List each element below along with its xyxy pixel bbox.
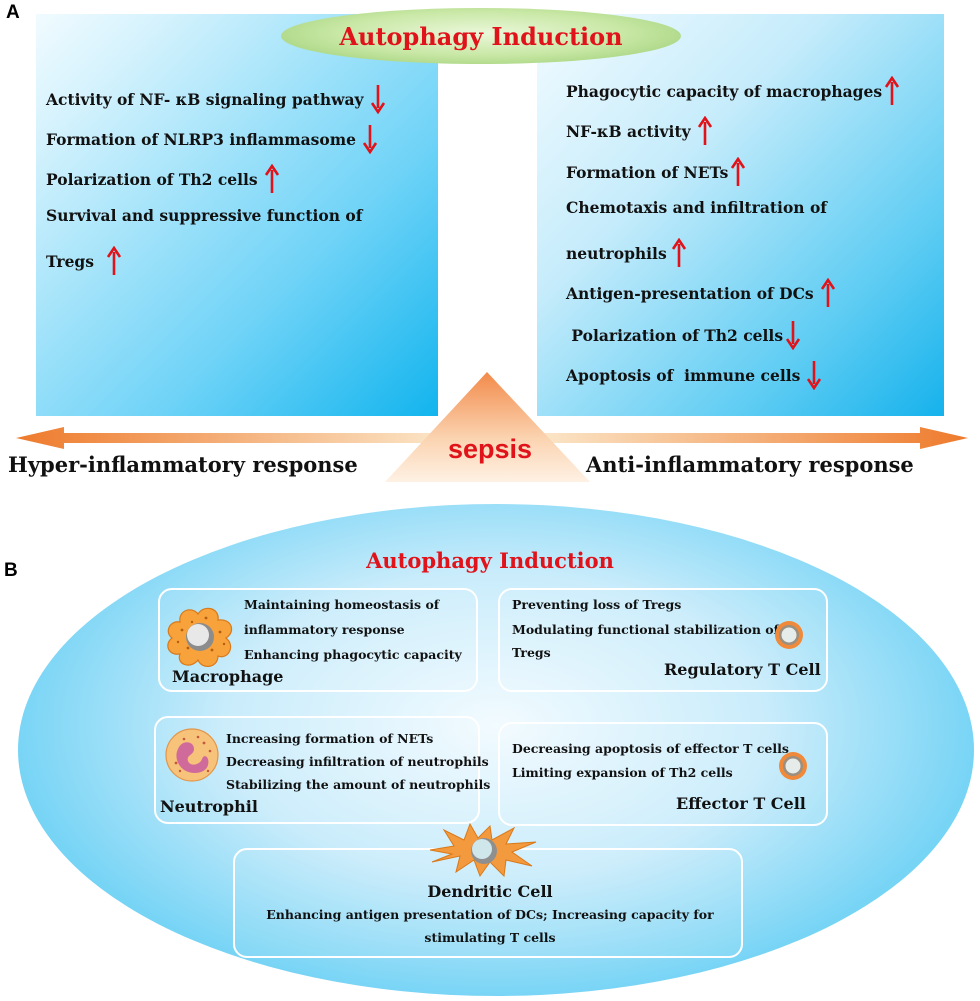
neutrophil-name: Neutrophil	[160, 797, 258, 816]
anti-inflammatory-label: Anti-inflammatory response	[586, 452, 914, 477]
red-up-arrow-icon	[671, 238, 687, 268]
panel-b-label: B	[4, 560, 18, 581]
left-item-3: Survival and suppressive function of	[46, 206, 362, 225]
treg-line-0: Preventing loss of Tregs	[512, 597, 682, 612]
right-item-1: NF-κB activity	[566, 116, 713, 146]
macrophage-line-0: Maintaining homeostasis of	[244, 597, 440, 612]
left-item-text: Survival and suppressive function of	[46, 206, 363, 225]
right-item-7: Apoptosis of immune cells	[566, 360, 822, 390]
macrophage-cell-icon	[167, 607, 233, 667]
red-up-arrow-icon	[264, 164, 280, 194]
macrophage-line-1: inflammatory response	[244, 622, 405, 637]
autophagy-induction-title-a: Autophagy Induction	[281, 8, 681, 64]
left-item-text: Polarization of Th2 cells	[46, 169, 258, 189]
red-up-arrow-icon	[820, 278, 836, 308]
left-item-4: Tregs	[46, 246, 122, 276]
right-item-2: Formation of NETs	[566, 157, 746, 187]
dendritic-box	[233, 848, 743, 958]
red-up-arrow-icon	[884, 76, 900, 106]
right-item-5: Antigen-presentation of DCs	[566, 278, 836, 308]
t-cell-icon	[775, 621, 803, 649]
neutrophil-line-1: Decreasing infiltration of neutrophils	[226, 754, 489, 769]
left-item-2: Polarization of Th2 cells	[46, 164, 280, 194]
right-item-4: neutrophils	[566, 238, 687, 268]
dendritic-cell-icon	[429, 822, 537, 878]
left-item-text: Tregs	[46, 251, 94, 271]
right-item-text: Chemotaxis and infiltration of	[566, 198, 827, 217]
red-up-arrow-icon	[106, 246, 122, 276]
red-down-arrow-icon	[362, 124, 378, 154]
sepsis-pyramid-icon	[385, 372, 590, 482]
autophagy-induction-title-b: Autophagy Induction	[366, 548, 614, 573]
effector-name: Effector T Cell	[676, 794, 806, 813]
treg-line-1: Modulating functional stabilization of	[512, 622, 779, 637]
right-item-text: Apoptosis of immune cells	[566, 365, 801, 385]
treg-line-2: Tregs	[512, 645, 551, 660]
effector-line-1: Limiting expansion of Th2 cells	[512, 765, 733, 780]
treg-name: Regulatory T Cell	[664, 660, 821, 679]
effector-t-cell-icon	[779, 752, 807, 780]
right-item-text: neutrophils	[566, 243, 667, 263]
right-item-6: Polarization of Th2 cells	[566, 320, 801, 350]
right-effects-box	[537, 14, 944, 416]
right-item-text: Phagocytic capacity of macrophages	[566, 81, 883, 101]
left-item-0: Activity of NF- κB signaling pathway	[46, 84, 386, 114]
red-up-arrow-icon	[730, 157, 746, 187]
red-down-arrow-icon	[370, 84, 386, 114]
right-item-3: Chemotaxis and infiltration of	[566, 198, 827, 217]
red-down-arrow-icon	[806, 360, 822, 390]
right-item-text: Polarization of Th2 cells	[566, 325, 784, 345]
right-item-text: Formation of NETs	[566, 162, 729, 182]
left-item-1: Formation of NLRP3 inflammasome	[46, 124, 378, 154]
right-item-text: Antigen-presentation of DCs	[566, 283, 814, 303]
sepsis-label: sepsis	[447, 434, 533, 464]
red-down-arrow-icon	[785, 320, 801, 350]
neutrophil-cell-icon	[165, 728, 219, 782]
neutrophil-line-2: Stabilizing the amount of neutrophils	[226, 777, 491, 792]
right-item-text: NF-κB activity	[566, 121, 691, 141]
left-item-text: Formation of NLRP3 inflammasome	[46, 129, 356, 149]
macrophage-line-2: Enhancing phagocytic capacity	[244, 647, 462, 662]
effector-line-0: Decreasing apoptosis of effector T cells	[512, 741, 789, 756]
title-text-a: Autophagy Induction	[339, 21, 623, 51]
right-item-0: Phagocytic capacity of macrophages	[566, 76, 900, 106]
neutrophil-line-0: Increasing formation of NETs	[226, 731, 434, 746]
macrophage-name: Macrophage	[172, 667, 284, 686]
dendritic-line-0: Enhancing antigen presentation of DCs; I…	[266, 907, 714, 922]
panel-a-label: A	[6, 2, 20, 23]
treg-box	[498, 588, 828, 692]
dendritic-name: Dendritic Cell	[427, 882, 553, 901]
hyper-inflammatory-label: Hyper-inflammatory response	[8, 452, 358, 477]
red-up-arrow-icon	[697, 116, 713, 146]
dendritic-line-1: stimulating T cells	[424, 930, 556, 945]
left-effects-box	[36, 14, 438, 416]
effector-box	[498, 722, 828, 826]
left-item-text: Activity of NF- κB signaling pathway	[46, 89, 364, 109]
